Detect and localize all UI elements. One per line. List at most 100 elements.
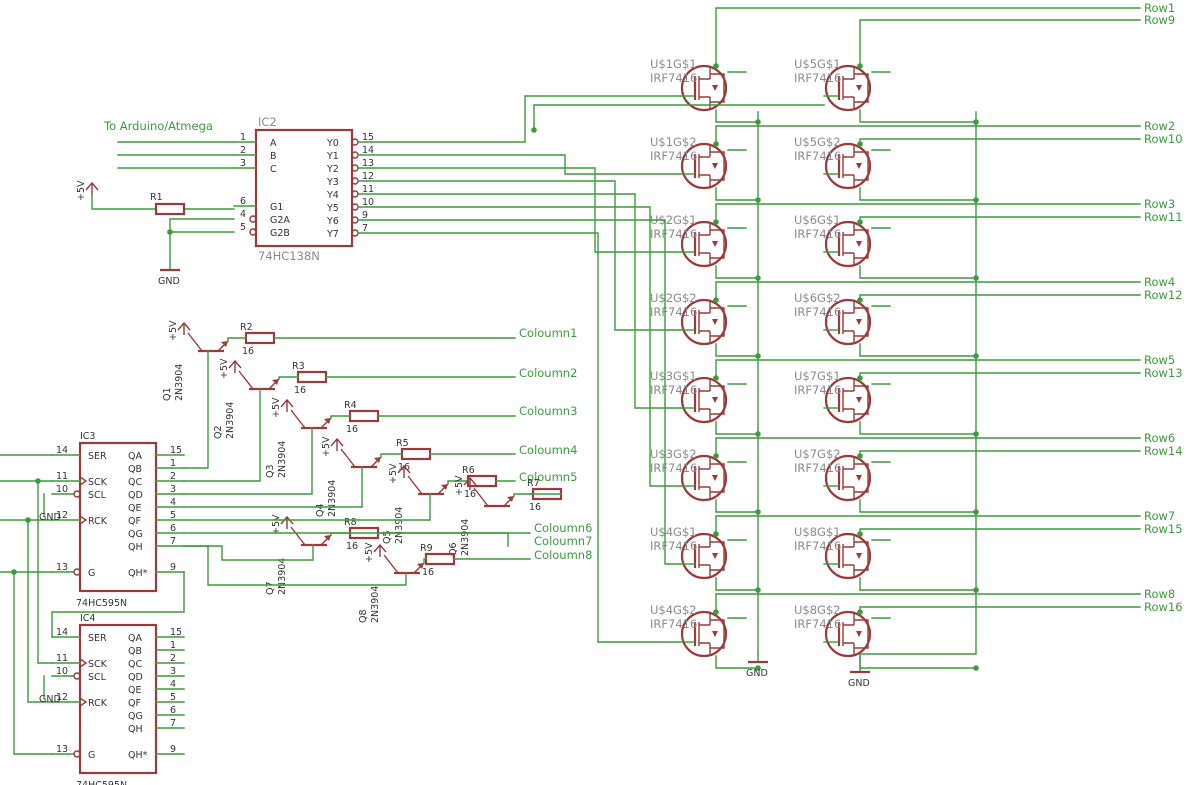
row-wire bbox=[859, 138, 1141, 145]
shift-pin-num: 9 bbox=[170, 744, 176, 755]
row-wire bbox=[859, 450, 1141, 457]
ic2-pin-label: Y4 bbox=[326, 190, 339, 201]
resistor-label: R3 bbox=[292, 361, 305, 372]
gnd-symbol: GND bbox=[158, 268, 180, 287]
vcc-symbol: +5V bbox=[271, 397, 294, 418]
transistor-name: Q2 bbox=[213, 425, 224, 439]
shift-register-ic4: IC474HC595N14SER11SCK10SCL12RCK13G15QA1Q… bbox=[51, 613, 185, 785]
source-wire bbox=[859, 109, 977, 123]
mosfet-name: U$4G$2 bbox=[650, 603, 697, 617]
column-label: Coloumn6 bbox=[534, 521, 592, 535]
row-wire bbox=[859, 528, 1141, 535]
row-label: Row8 bbox=[1144, 587, 1175, 601]
source-rail bbox=[859, 111, 977, 655]
vcc-symbol: +5V bbox=[388, 463, 411, 484]
ic2-pin-label: Y0 bbox=[326, 138, 339, 149]
junction-dot bbox=[25, 517, 31, 523]
shift-pin-num: 13 bbox=[56, 562, 68, 573]
gnd-label: GND bbox=[39, 694, 61, 705]
row-label: Row6 bbox=[1144, 431, 1175, 445]
shift-pin-label: QG bbox=[128, 529, 143, 540]
row-label: Row3 bbox=[1144, 197, 1175, 211]
shift-register-body bbox=[78, 441, 158, 593]
ic2-pin-label: Y3 bbox=[326, 177, 339, 188]
shift-pin-label: QA bbox=[128, 633, 142, 644]
vcc-label: +5V bbox=[364, 542, 375, 563]
row-label: Row13 bbox=[1144, 366, 1183, 380]
column-label: Coloumn7 bbox=[534, 534, 592, 548]
mosfet-part: IRF7416 bbox=[650, 305, 697, 319]
shift-pin-label: QH bbox=[128, 542, 143, 553]
decoder-wire bbox=[533, 104, 825, 131]
shift-pin-num: 9 bbox=[170, 562, 176, 573]
vcc-symbol: +5V bbox=[76, 180, 99, 201]
source-wire bbox=[859, 577, 977, 591]
transistor-type: 2N3904 bbox=[327, 480, 338, 517]
mosfet-part: IRF7416 bbox=[650, 149, 697, 163]
transistor-type: 2N3904 bbox=[174, 364, 185, 401]
source-wire bbox=[859, 421, 977, 435]
junction-dot bbox=[857, 453, 863, 459]
gnd-label: GND bbox=[158, 276, 180, 287]
column-label: Coloumn5 bbox=[519, 470, 577, 484]
shift-pin-num: 5 bbox=[170, 510, 176, 521]
gnd-label: GND bbox=[39, 512, 61, 523]
mosfet-part: IRF7416 bbox=[794, 71, 841, 85]
vcc-label: +5V bbox=[219, 358, 230, 379]
junction-dot bbox=[755, 665, 761, 671]
mosfet-part: IRF7416 bbox=[794, 539, 841, 553]
base-wire bbox=[183, 388, 261, 482]
ic2-pin-num: 15 bbox=[362, 132, 374, 143]
mosfet-name: U$7G$2 bbox=[794, 447, 841, 461]
junction-dot bbox=[755, 509, 761, 515]
junction-dot bbox=[755, 197, 761, 203]
ic2-pin-num: 13 bbox=[362, 158, 374, 169]
transistor-name: Q1 bbox=[162, 387, 173, 401]
resistor-body bbox=[348, 409, 380, 423]
source-wire bbox=[715, 577, 759, 591]
ic2-pin-num: 3 bbox=[240, 158, 246, 169]
source-wire bbox=[859, 265, 977, 279]
resistor-label: R2 bbox=[240, 322, 253, 333]
ic2-pin-label: Y7 bbox=[326, 229, 339, 240]
resistor-body bbox=[244, 331, 276, 345]
shift-pin-label: SER bbox=[88, 633, 107, 644]
junction-dot bbox=[973, 353, 979, 359]
shift-pin-label: G bbox=[88, 568, 95, 579]
row-wire bbox=[715, 125, 1141, 145]
row-label: Row11 bbox=[1144, 210, 1183, 224]
junction-dot bbox=[713, 219, 719, 225]
mosfet-name: U$5G$1 bbox=[794, 57, 841, 71]
shift-pin-num: 2 bbox=[170, 471, 176, 482]
junction-dot bbox=[973, 275, 979, 281]
ic2-pin-num: 6 bbox=[240, 196, 246, 207]
vcc-label: +5V bbox=[321, 436, 332, 457]
shift-pin-label: QD bbox=[128, 672, 143, 683]
source-wire bbox=[715, 265, 759, 279]
junction-dot bbox=[755, 275, 761, 281]
resistor-label: R5 bbox=[396, 438, 409, 449]
r1-label: R1 bbox=[150, 192, 163, 203]
ic2-pin-num: 10 bbox=[362, 197, 374, 208]
shift-register-name: IC4 bbox=[80, 613, 95, 624]
emitter-wire bbox=[423, 558, 427, 564]
vcc-label: +5V bbox=[388, 463, 399, 484]
gnd-symbol: GND bbox=[746, 660, 768, 679]
emitter-wire bbox=[330, 415, 351, 419]
resistor-body bbox=[154, 202, 186, 216]
row-wire bbox=[859, 606, 1141, 613]
column-label: Coloumn2 bbox=[519, 366, 577, 380]
shift-pin-label: SCL bbox=[88, 490, 107, 501]
shift-pin-num: 2 bbox=[170, 653, 176, 664]
source-wire bbox=[715, 343, 759, 357]
row-wire bbox=[859, 216, 1141, 223]
